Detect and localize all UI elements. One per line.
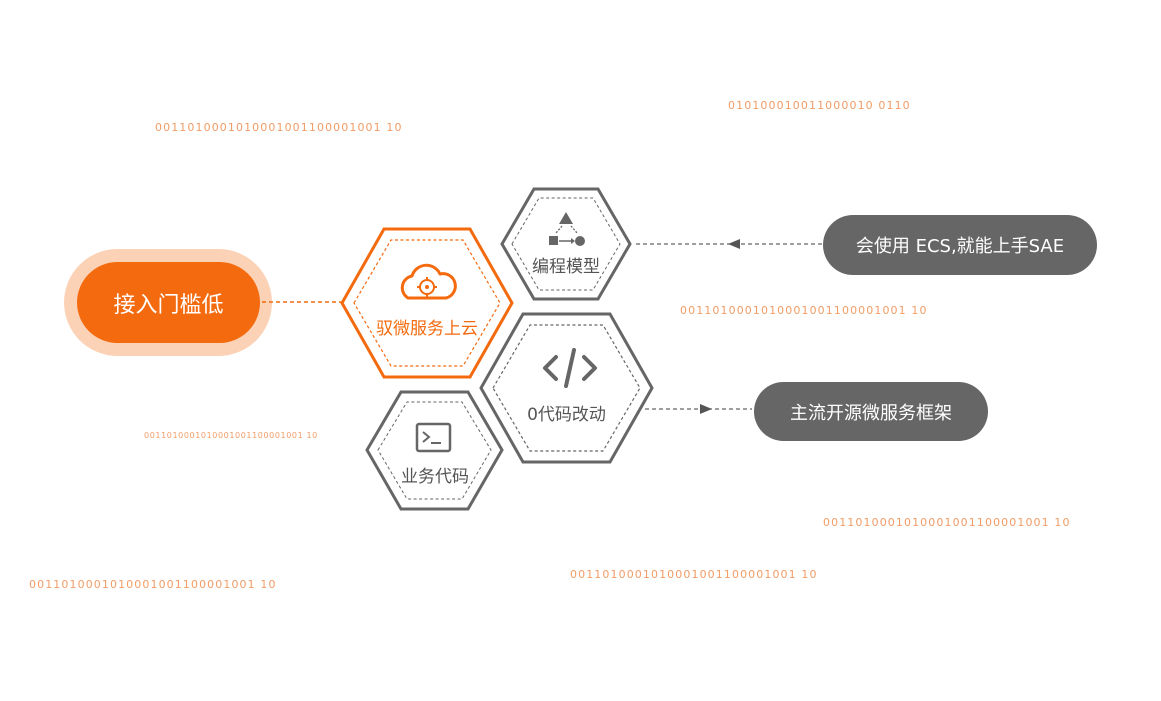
binary-text: 010100010011000010 0110 bbox=[728, 99, 911, 112]
binary-text: 0011010001010001001100001001 10 bbox=[680, 304, 928, 317]
ecs-pill: 会使用 ECS,就能上手SAE bbox=[823, 215, 1097, 275]
shapes-flow-icon bbox=[549, 212, 585, 246]
hex-main bbox=[340, 227, 514, 379]
hex-zero-code-label: 0代码改动 bbox=[527, 405, 606, 425]
entry-pill: 接入门槛低 bbox=[77, 262, 260, 343]
oss-framework-pill: 主流开源微服务框架 bbox=[754, 382, 988, 441]
binary-text: 0011010001010001001100001001 10 bbox=[570, 568, 818, 581]
binary-text: 0011010001010001001100001001 10 bbox=[144, 431, 318, 440]
hex-zero-code bbox=[479, 312, 654, 464]
code-icon bbox=[543, 348, 597, 388]
binary-text: 0011010001010001001100001001 10 bbox=[155, 121, 403, 134]
entry-pill-label: 接入门槛低 bbox=[113, 292, 224, 318]
ecs-pill-label: 会使用 ECS,就能上手SAE bbox=[855, 236, 1065, 257]
hex-programming-label: 编程模型 bbox=[532, 257, 600, 277]
cloud-gear-icon bbox=[400, 263, 457, 300]
hex-main-label: 驭微服务上云 bbox=[376, 319, 478, 339]
arrow-left-icon bbox=[728, 239, 740, 249]
hex-business bbox=[365, 390, 504, 511]
arrow-right-icon bbox=[700, 404, 712, 414]
terminal-icon bbox=[415, 422, 452, 453]
binary-text: 0011010001010001001100001001 10 bbox=[29, 578, 277, 591]
binary-text: 0011010001010001001100001001 10 bbox=[823, 516, 1071, 529]
oss-pill-label: 主流开源微服务框架 bbox=[790, 402, 952, 424]
hex-programming bbox=[500, 187, 632, 301]
hex-business-label: 业务代码 bbox=[401, 467, 469, 487]
